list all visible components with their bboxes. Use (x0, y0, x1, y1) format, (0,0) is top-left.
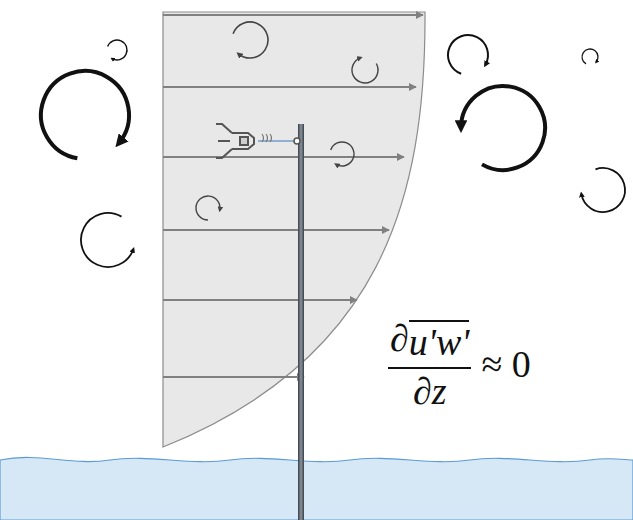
sonic-anemometer (216, 124, 300, 158)
water (0, 457, 633, 520)
velocity-profile (163, 12, 425, 447)
eddy-arrow (233, 22, 268, 58)
fraction: ∂u'w'∂z (388, 318, 471, 413)
approx-zero: ≈ 0 (481, 344, 530, 386)
eddy-arrow (81, 213, 133, 267)
eddy-arrow (461, 86, 545, 170)
flux-term: u'w' (409, 320, 470, 364)
velocity-arrows (163, 15, 423, 377)
eddies (41, 22, 625, 267)
eddy-arrow (331, 142, 354, 166)
denominator: ∂z (413, 369, 447, 413)
mast (298, 124, 304, 520)
eddy-arrow (582, 49, 598, 64)
eddy-arrow (196, 196, 220, 220)
partial-symbol: ∂ (390, 318, 409, 364)
eddy-arrow (448, 35, 488, 74)
eddy-arrow (108, 40, 127, 60)
eddy-arrow (581, 168, 625, 212)
eddy-arrow (352, 58, 378, 83)
eddy-arrow (41, 71, 129, 158)
numerator: ∂u'w' (388, 318, 471, 369)
